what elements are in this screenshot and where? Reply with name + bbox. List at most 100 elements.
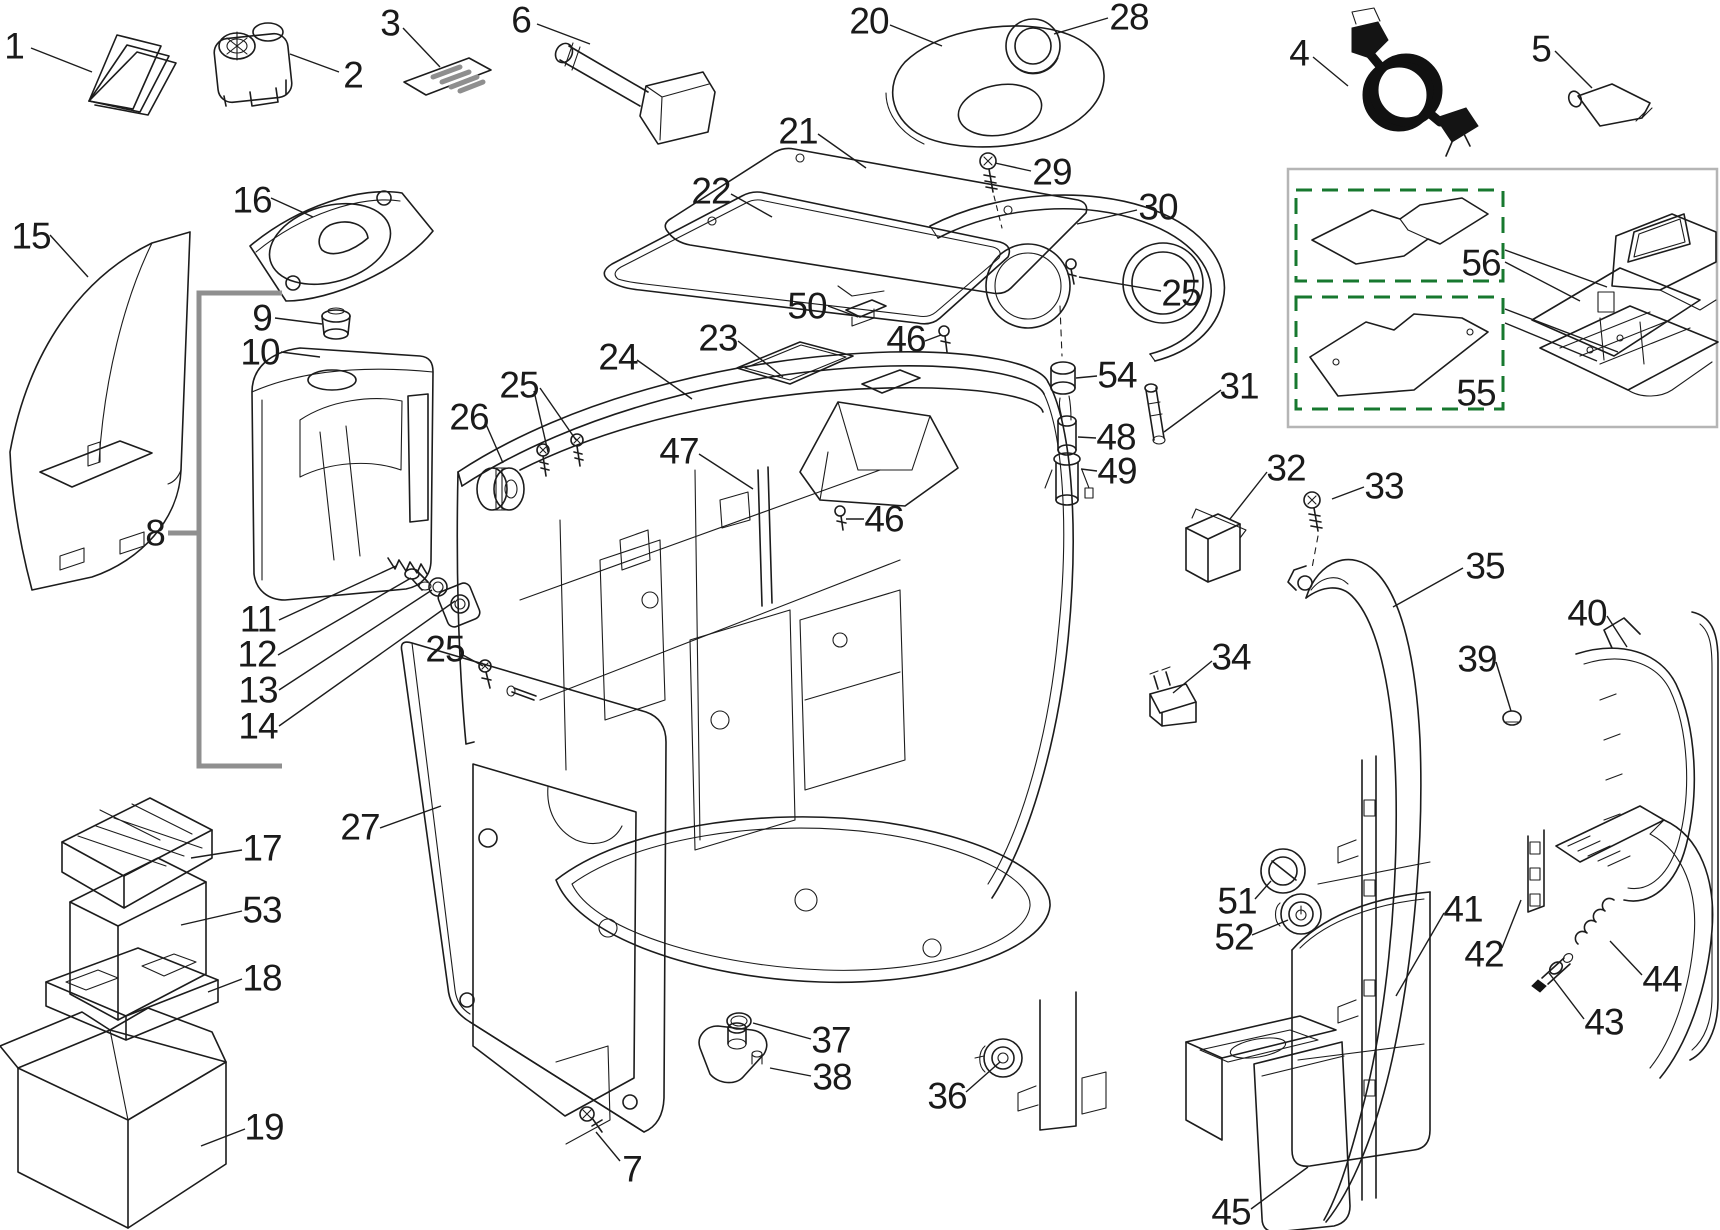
part-label-7: 7 bbox=[622, 1148, 643, 1190]
part-32-box-drawing bbox=[1185, 508, 1247, 583]
part-label-24: 24 bbox=[598, 336, 638, 378]
leader-line-51 bbox=[1254, 880, 1272, 900]
part-label-25a: 25 bbox=[1161, 272, 1201, 314]
part-55-film-drawing bbox=[1309, 313, 1489, 397]
leader-line-3 bbox=[402, 27, 441, 68]
part-17-foam-top-drawing bbox=[61, 797, 213, 909]
part-48-tube-drawing bbox=[1057, 395, 1077, 456]
display-assembly-drawing bbox=[1531, 213, 1719, 397]
leader-line-7 bbox=[595, 1131, 621, 1162]
leader-line-41 bbox=[1395, 912, 1445, 997]
part-53-box-drawing bbox=[69, 857, 207, 1021]
part-44-spring-drawing bbox=[1574, 897, 1615, 945]
part-label-55: 55 bbox=[1456, 372, 1496, 414]
part-52-power-button-drawing bbox=[1274, 893, 1322, 935]
leader-line-25b bbox=[533, 390, 549, 453]
part-label-50: 50 bbox=[787, 285, 827, 327]
part-label-15: 15 bbox=[11, 215, 51, 257]
part-36-foot-drawing bbox=[974, 1038, 1023, 1078]
leader-line-10 bbox=[280, 351, 321, 358]
leader-line-35 bbox=[1392, 567, 1464, 608]
part-14-valve-plate-drawing bbox=[437, 582, 481, 628]
part-label-22: 22 bbox=[691, 170, 731, 212]
leader-lines bbox=[30, 17, 1643, 1210]
part-18-foam-base-drawing bbox=[45, 947, 219, 1041]
part-2-filter-cartridge-drawing bbox=[213, 22, 293, 107]
part-50-latch-drawing bbox=[845, 299, 887, 327]
leader-line-56 bbox=[1504, 261, 1581, 302]
leader-line-44 bbox=[1609, 940, 1643, 976]
leader-line-50 bbox=[827, 305, 859, 318]
part-label-14: 14 bbox=[238, 705, 278, 747]
part-6-scoop-drawing bbox=[554, 42, 716, 145]
part-26-knob-drawing bbox=[476, 467, 525, 511]
part-label-9: 9 bbox=[252, 297, 273, 339]
part-39-button-drawing bbox=[1502, 710, 1522, 726]
leader-line-55 bbox=[1504, 322, 1598, 362]
part-11-spring-drawing bbox=[387, 557, 428, 575]
leader-line-43 bbox=[1548, 972, 1585, 1020]
leader-line-56 bbox=[1504, 249, 1608, 288]
leader-line-53 bbox=[180, 910, 243, 926]
part-47-hopper-drawing bbox=[757, 369, 959, 607]
part-22-lid-gasket-drawing bbox=[603, 191, 1011, 325]
part-label-39: 39 bbox=[1457, 638, 1497, 680]
leader-line-25b bbox=[539, 387, 577, 441]
leader-line-32 bbox=[1229, 471, 1268, 520]
leader-line-22 bbox=[730, 193, 773, 218]
part-label-4: 4 bbox=[1289, 32, 1310, 74]
leader-line-28 bbox=[1053, 17, 1109, 35]
part-54-bushing-drawing bbox=[1050, 305, 1076, 395]
part-label-19: 19 bbox=[244, 1106, 284, 1148]
leader-line-1 bbox=[30, 47, 93, 73]
leader-line-38 bbox=[769, 1067, 812, 1077]
part-16-tank-lid-drawing bbox=[249, 190, 434, 302]
part-35-side-panel-drawing bbox=[1287, 558, 1422, 1223]
leader-line-45 bbox=[1250, 1166, 1309, 1210]
dashed-box-55 bbox=[1294, 295, 1505, 411]
part-label-46b: 46 bbox=[864, 498, 904, 540]
leader-line-6 bbox=[536, 23, 591, 45]
part-label-42: 42 bbox=[1464, 933, 1504, 975]
screw-29-drawing bbox=[979, 152, 1003, 229]
part-49-valve-drawing bbox=[1044, 452, 1094, 506]
leader-line-29 bbox=[994, 162, 1032, 172]
leader-line-49 bbox=[1080, 468, 1098, 472]
part-label-34: 34 bbox=[1211, 636, 1251, 678]
leader-line-39 bbox=[1495, 661, 1512, 712]
part-label-29: 29 bbox=[1032, 151, 1072, 193]
part-label-26: 26 bbox=[449, 396, 489, 438]
leader-line-23 bbox=[737, 340, 784, 378]
part-label-3: 3 bbox=[380, 2, 401, 44]
part-label-33: 33 bbox=[1364, 465, 1404, 507]
part-label-30: 30 bbox=[1138, 186, 1178, 228]
group-8-bracket bbox=[168, 290, 282, 769]
part-5-grease-tube-drawing bbox=[1567, 83, 1653, 127]
part-label-18: 18 bbox=[242, 957, 282, 999]
leader-line-12 bbox=[277, 577, 412, 656]
leader-line-17 bbox=[190, 849, 243, 859]
part-42-grille-panel-drawing bbox=[1527, 805, 1714, 1079]
part-37-oring-drawing bbox=[726, 1012, 752, 1030]
leader-line-40 bbox=[1606, 615, 1628, 648]
leader-line-34 bbox=[1172, 660, 1213, 694]
part-label-43: 43 bbox=[1584, 1001, 1624, 1043]
part-label-46a: 46 bbox=[886, 318, 926, 360]
part-label-49: 49 bbox=[1097, 450, 1137, 492]
leader-line-42 bbox=[1501, 899, 1522, 949]
part-27-front-door-drawing bbox=[400, 641, 667, 1145]
leader-line-46a bbox=[924, 334, 942, 342]
part-label-1: 1 bbox=[4, 25, 25, 67]
part-label-2: 2 bbox=[343, 54, 364, 96]
screw-7-drawing bbox=[579, 1106, 603, 1133]
part-15-rear-panel-drawing bbox=[9, 231, 191, 591]
screw-33-drawing bbox=[1303, 491, 1323, 569]
leader-line-26 bbox=[484, 421, 504, 464]
part-label-27: 27 bbox=[340, 806, 380, 848]
part-19-carton-drawing bbox=[0, 1007, 227, 1229]
screw-46-mid-drawing bbox=[834, 505, 847, 531]
part-label-32: 32 bbox=[1266, 447, 1306, 489]
leader-line-15 bbox=[49, 234, 89, 278]
part-20-top-lid-drawing bbox=[885, 25, 1105, 148]
